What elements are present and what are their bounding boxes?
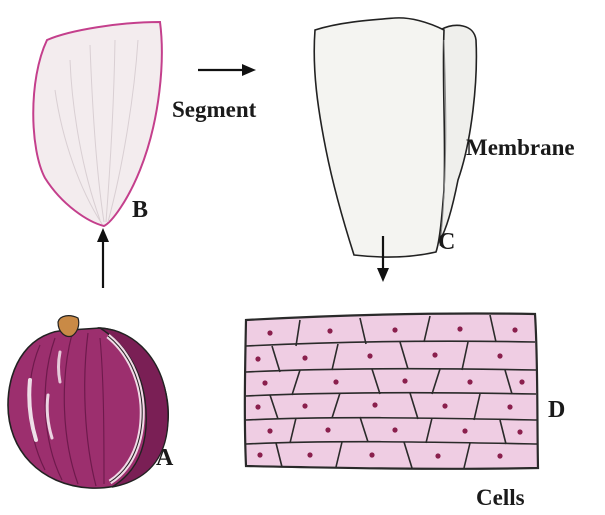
segment-label: B — [132, 198, 148, 222]
segment-caption: Segment — [172, 98, 256, 121]
arrow-up-icon — [97, 228, 109, 288]
membrane-peel — [314, 18, 476, 257]
membrane-label: C — [438, 230, 455, 254]
arrow-right-icon — [198, 64, 256, 76]
cells-caption: Cells — [476, 486, 525, 509]
onion-bulb — [8, 316, 168, 488]
cell-tissue — [245, 313, 538, 468]
onion-segment — [33, 22, 162, 226]
onion-label: A — [156, 446, 173, 470]
membrane-caption: Membrane — [466, 136, 575, 159]
cells-label: D — [548, 398, 565, 422]
